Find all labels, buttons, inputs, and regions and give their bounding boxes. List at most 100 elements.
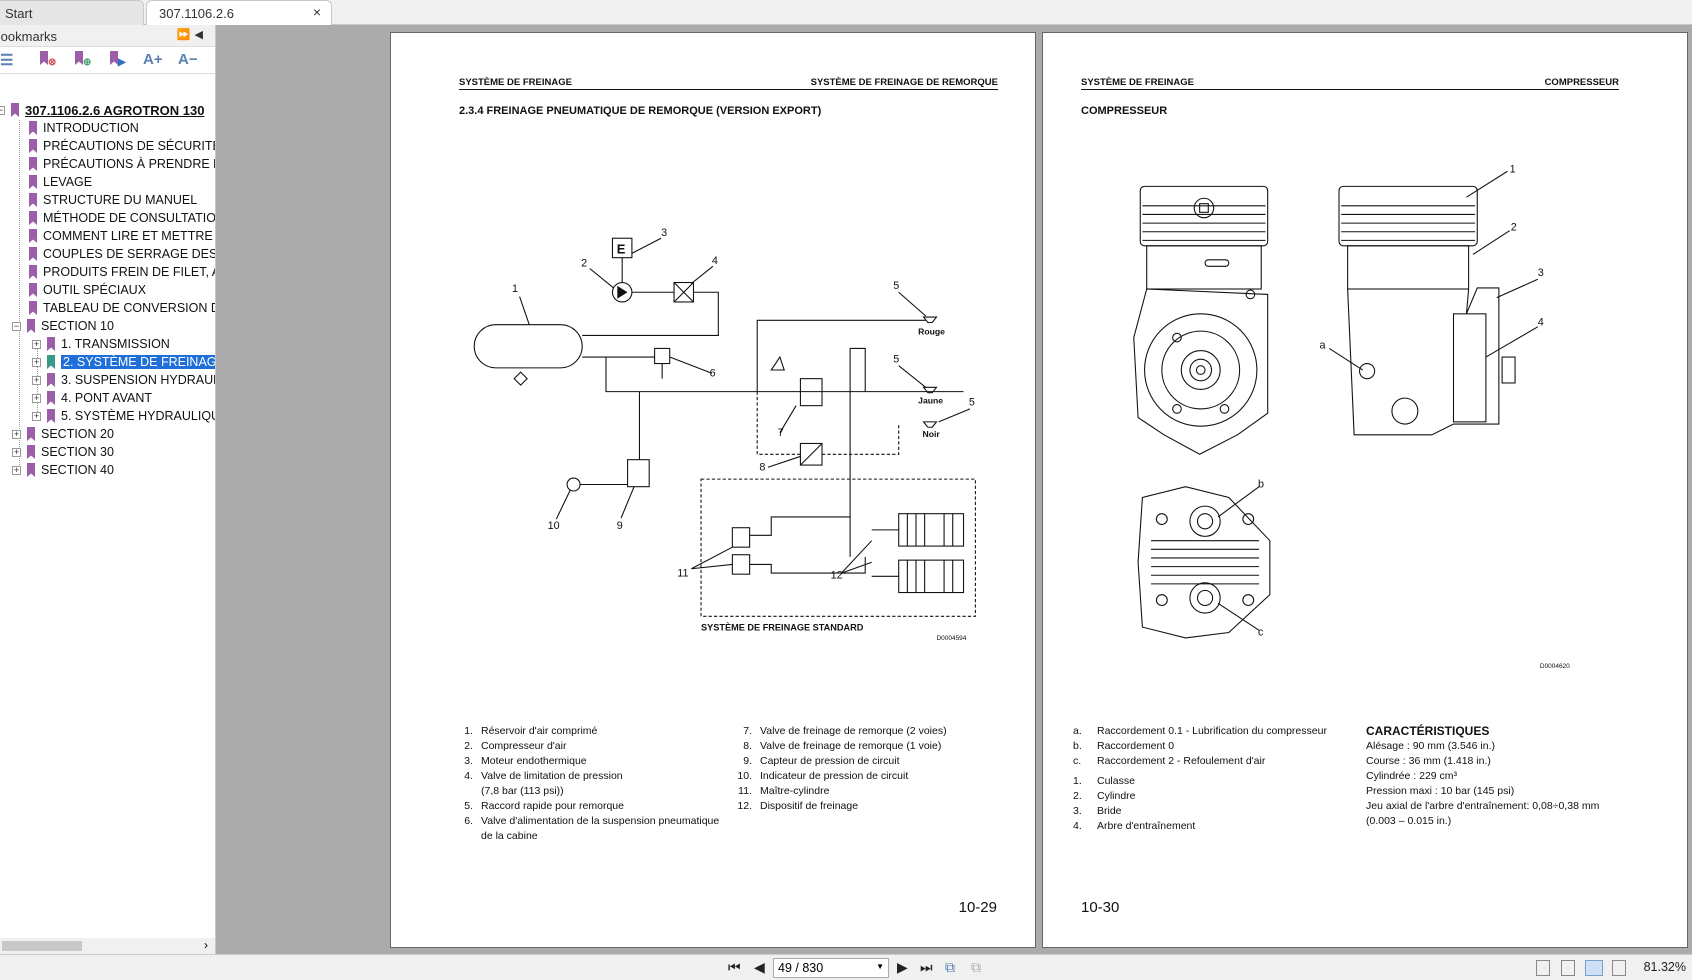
expand-icon[interactable]: + (32, 338, 41, 349)
decrease-font-icon[interactable]: A− (178, 51, 198, 68)
collapse-icon[interactable]: − (12, 320, 21, 331)
bookmark-item[interactable]: MÉTHODE DE CONSULTATION (14, 209, 216, 227)
next-page-icon[interactable]: ▶ (897, 959, 908, 975)
svg-text:6: 6 (710, 368, 716, 380)
expand-icon[interactable]: + (32, 392, 41, 403)
legend-item: 12.Dispositif de freinage (736, 799, 1016, 814)
bookmark-item[interactable]: COMMENT LIRE ET METTRE À (14, 227, 216, 245)
panel-title: Bookmarks (0, 29, 58, 44)
expand-icon[interactable]: + (12, 446, 21, 457)
svg-text:5: 5 (893, 353, 899, 365)
tab-bar: Start 307.1106.2.6 × (0, 0, 1692, 25)
chevron-down-icon[interactable]: ▼ (876, 962, 884, 971)
previous-view-icon[interactable]: ⧉ (945, 959, 955, 975)
svg-text:Jaune: Jaune (918, 396, 943, 406)
legend-text: Indicateur de pression de circuit (760, 770, 909, 782)
delete-bookmark-icon[interactable]: ⊗ (40, 51, 56, 69)
bookmark-item[interactable]: +3. SUSPENSION HYDRAUL (32, 371, 216, 389)
bookmark-label: LEVAGE (43, 175, 93, 189)
svg-text:Rouge: Rouge (918, 326, 945, 336)
zoom-level[interactable]: 81.32% (1643, 960, 1686, 974)
bookmark-item[interactable]: +5. SYSTÈME HYDRAULIQU (32, 407, 215, 425)
expand-icon[interactable]: + (12, 428, 21, 439)
expand-icon[interactable]: + (32, 374, 41, 385)
page-number-input[interactable]: 49 / 830▼ (773, 958, 889, 978)
bookmark-item[interactable]: +SECTION 30 (12, 443, 114, 461)
bookmark-label: COMMENT LIRE ET METTRE À (43, 229, 216, 243)
expand-panel-icon[interactable]: ⏩ (176, 29, 195, 41)
scrollbar-thumb[interactable] (2, 941, 82, 951)
bookmark-icon (29, 283, 37, 297)
tab-start[interactable]: Start (0, 0, 144, 25)
collapse-panel-icon[interactable]: ◀ (194, 29, 207, 41)
bookmark-label: 1. TRANSMISSION (61, 337, 170, 351)
tab-document[interactable]: 307.1106.2.6 × (146, 0, 332, 25)
expand-icon[interactable]: + (32, 410, 41, 421)
bookmark-item[interactable]: +1. TRANSMISSION (32, 335, 170, 353)
close-icon[interactable]: × (312, 4, 321, 20)
single-page-view-icon[interactable] (1536, 960, 1550, 976)
svg-text:5: 5 (893, 280, 899, 292)
bookmark-item[interactable]: +2. SYSTÈME DE FREINAGE (32, 353, 215, 371)
legend-number: 4. (464, 770, 473, 782)
last-page-icon[interactable]: ⏭ (920, 959, 933, 975)
bookmark-item[interactable]: OUTIL SPÉCIAUX (14, 281, 146, 299)
bookmark-item[interactable]: PRÉCAUTIONS À PRENDRE LC (14, 155, 215, 173)
legend-text: Valve de freinage de remorque (1 voie) (760, 740, 942, 752)
previous-page-icon[interactable]: ◀ (754, 959, 765, 975)
legend-number: 2. (1073, 790, 1082, 802)
expand-icon[interactable]: + (12, 464, 21, 475)
legend-text: Bride (1097, 805, 1122, 817)
bookmark-item[interactable]: PRODUITS FREIN DE FILET, A (14, 263, 216, 281)
horizontal-scrollbar[interactable]: › (0, 938, 215, 954)
legend-item: 9.Capteur de pression de circuit (736, 754, 1016, 769)
goto-bookmark-icon[interactable]: ▶ (110, 51, 126, 69)
two-page-view-icon[interactable] (1585, 960, 1603, 976)
add-bookmark-icon[interactable]: ⊕ (75, 51, 91, 69)
bookmark-item[interactable]: PRÉCAUTIONS DE SÉCURITÉ (14, 137, 216, 155)
legend-item: b.Raccordement 0 (1073, 739, 1353, 754)
bookmark-item[interactable]: STRUCTURE DU MANUEL (14, 191, 197, 209)
bookmark-icon (29, 211, 37, 225)
bookmark-item[interactable]: INTRODUCTION (14, 119, 139, 137)
legend-text: de la cabine (481, 830, 538, 842)
bookmark-label: 3. SUSPENSION HYDRAUL (61, 373, 216, 387)
svg-text:1: 1 (512, 283, 518, 295)
legend-item: de la cabine (457, 829, 737, 844)
expand-all-icon[interactable]: ☰ (0, 52, 14, 69)
page-header-left: SYSTÈME DE FREINAGE (1081, 77, 1194, 88)
bookmark-item[interactable]: TABLEAU DE CONVERSION DE (14, 299, 215, 317)
scroll-right-icon[interactable]: › (204, 938, 208, 952)
continuous-view-icon[interactable] (1561, 960, 1575, 976)
bookmark-label: PRÉCAUTIONS DE SÉCURITÉ (43, 139, 216, 153)
two-page-continuous-view-icon[interactable] (1612, 960, 1626, 976)
tab-label: 307.1106.2.6 (159, 6, 234, 21)
bookmark-label: SECTION 40 (41, 463, 114, 477)
bookmark-root[interactable]: −307.1106.2.6 AGROTRON 130 (0, 101, 204, 119)
legend-text: Maître-cylindre (760, 785, 830, 797)
bookmark-item[interactable]: −SECTION 10 (12, 317, 114, 335)
section-title: COMPRESSEUR (1081, 105, 1168, 117)
svg-text:1: 1 (1510, 163, 1516, 175)
svg-text:10: 10 (548, 520, 560, 532)
expand-icon[interactable]: + (32, 356, 41, 367)
bookmark-label: MÉTHODE DE CONSULTATION (43, 211, 216, 225)
bookmark-label: PRODUITS FREIN DE FILET, A (43, 265, 216, 279)
bookmark-item[interactable]: +4. PONT AVANT (32, 389, 152, 407)
bookmarks-toolbar: ☰ ⊗ ⊕ ▶ A+ A− (0, 47, 215, 74)
pdf-page-right: SYSTÈME DE FREINAGE COMPRESSEUR COMPRESS… (1042, 32, 1688, 948)
section-title: 2.3.4 FREINAGE PNEUMATIQUE DE REMORQUE (… (459, 105, 822, 117)
svg-text:3: 3 (661, 227, 667, 239)
bookmark-item[interactable]: LEVAGE (14, 173, 92, 191)
bookmark-item[interactable]: COUPLES DE SERRAGE DES V (14, 245, 215, 263)
bookmark-item[interactable]: +SECTION 20 (12, 425, 114, 443)
svg-text:2: 2 (581, 257, 587, 269)
bookmark-item[interactable]: + SECTION 40 (12, 461, 114, 479)
page-header-right: SYSTÈME DE FREINAGE DE REMORQUE (810, 77, 998, 88)
legend-text: Raccordement 2 - Refoulement d'air (1097, 755, 1266, 767)
legend-number: 11. (738, 785, 752, 797)
increase-font-icon[interactable]: A+ (143, 51, 163, 68)
next-view-icon[interactable]: ⧉ (971, 959, 981, 975)
first-page-icon[interactable]: ⏮ (728, 959, 741, 975)
